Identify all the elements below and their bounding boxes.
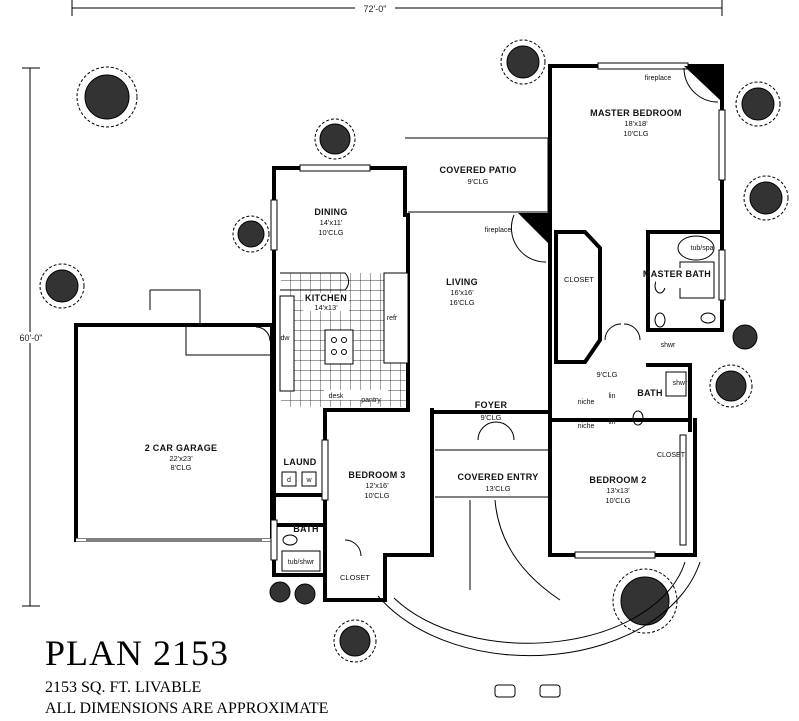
room-kitchen: KITCHEN 14'x13' desk pantry refr dw (281, 293, 398, 404)
svg-text:dw: dw (281, 335, 291, 342)
svg-text:lin: lin (608, 419, 615, 426)
shrub-icon (269, 581, 291, 603)
svg-text:DINING: DINING (314, 207, 347, 217)
svg-text:2 CAR GARAGE: 2 CAR GARAGE (145, 443, 218, 453)
svg-text:BATH: BATH (293, 524, 319, 534)
svg-text:CLOSET: CLOSET (564, 275, 594, 284)
room-garage: 2 CAR GARAGE 22'x23' 8'CLG (145, 443, 218, 472)
fixtures (255, 66, 720, 572)
hall: 9'CLG (596, 370, 617, 379)
room-master-closet: CLOSET (564, 275, 594, 284)
dimension-line-depth: 60'-0" (14, 67, 48, 607)
svg-text:14'x13': 14'x13' (314, 303, 338, 312)
svg-text:10'CLG: 10'CLG (605, 496, 630, 505)
svg-text:KITCHEN: KITCHEN (305, 293, 347, 303)
svg-text:tub/spa: tub/spa (691, 245, 714, 252)
room-living: LIVING 16'x16' 16'CLG fireplace (446, 227, 511, 307)
tree-icon (39, 263, 85, 309)
svg-text:12'x16': 12'x16' (365, 481, 389, 490)
svg-text:MASTER BATH: MASTER BATH (643, 269, 711, 279)
svg-text:13'x13': 13'x13' (606, 486, 630, 495)
tree-icon (76, 66, 138, 128)
plan-dimension-note: ALL DIMENSIONS ARE APPROXIMATE (45, 700, 329, 717)
landscaping (39, 39, 789, 663)
svg-text:14'x11': 14'x11' (320, 218, 343, 227)
svg-text:refr: refr (387, 315, 398, 322)
room-covered-patio: COVERED PATIO 9'CLG (439, 165, 516, 186)
dimension-line-width: 72'-0" (71, 0, 723, 16)
svg-text:LAUND: LAUND (284, 457, 317, 467)
svg-text:16'x16': 16'x16' (450, 288, 474, 297)
svg-text:BATH: BATH (637, 388, 663, 398)
room-master-bath: MASTER BATH tub/spa shwr (643, 245, 714, 349)
tree-icon (732, 324, 758, 350)
svg-text:LIVING: LIVING (446, 277, 478, 287)
svg-text:COVERED PATIO: COVERED PATIO (439, 165, 516, 175)
svg-text:desk: desk (329, 393, 344, 400)
svg-text:10'CLG: 10'CLG (318, 228, 343, 237)
plan-title: PLAN 2153 (45, 633, 230, 673)
room-dining: DINING 14'x11' 10'CLG (314, 207, 347, 237)
svg-text:fireplace: fireplace (485, 227, 512, 234)
depth-dimension: 60'-0" (20, 333, 43, 343)
svg-text:10'CLG: 10'CLG (364, 491, 389, 500)
svg-text:16'CLG: 16'CLG (449, 298, 474, 307)
tree-icon (500, 39, 546, 85)
svg-text:pantry: pantry (361, 397, 381, 404)
svg-text:niche: niche (578, 399, 595, 406)
room-bedroom2: BEDROOM 2 13'x13' 10'CLG CLOSET (589, 452, 685, 505)
svg-text:CLOSET: CLOSET (340, 573, 370, 582)
svg-text:niche: niche (578, 423, 595, 430)
room-bedroom3: BEDROOM 3 12'x16' 10'CLG (348, 470, 405, 500)
shrub-icon (294, 583, 316, 605)
room-foyer: FOYER 9'CLG (475, 400, 508, 422)
svg-text:fireplace: fireplace (645, 75, 672, 82)
svg-text:22'x23': 22'x23' (169, 454, 193, 463)
svg-text:BEDROOM 2: BEDROOM 2 (589, 475, 646, 485)
svg-text:8'CLG: 8'CLG (170, 463, 191, 472)
plan-square-footage: 2153 SQ. FT. LIVABLE (45, 679, 202, 696)
tree-icon (709, 364, 753, 408)
room-bath2: BATH shwr lin lin niche niche (578, 380, 688, 430)
svg-text:d: d (287, 477, 291, 484)
svg-text:w: w (305, 477, 312, 484)
svg-text:CLOSET: CLOSET (657, 452, 686, 459)
tree-icon (232, 215, 270, 253)
tree-icon (314, 118, 356, 160)
room-covered-entry: COVERED ENTRY 13'CLG (457, 472, 538, 493)
svg-text:13'CLG: 13'CLG (485, 484, 510, 493)
svg-text:lin: lin (608, 393, 615, 400)
windows (270, 62, 726, 561)
room-bath3: BATH tub/shwr (288, 524, 319, 566)
svg-text:shwr: shwr (673, 380, 688, 387)
width-dimension: 72'-0" (364, 4, 387, 14)
svg-text:BEDROOM 3: BEDROOM 3 (348, 470, 405, 480)
room-bedroom3-closet: CLOSET (340, 573, 370, 582)
svg-text:FOYER: FOYER (475, 400, 508, 410)
svg-text:10'CLG: 10'CLG (623, 129, 648, 138)
tree-icon (333, 619, 377, 663)
svg-text:9'CLG: 9'CLG (467, 177, 488, 186)
room-laundry: LAUND d w (284, 457, 317, 484)
svg-text:9'CLG: 9'CLG (596, 370, 617, 379)
svg-text:shwr: shwr (661, 342, 676, 349)
svg-text:MASTER BEDROOM: MASTER BEDROOM (590, 108, 682, 118)
tree-icon (735, 81, 781, 127)
tree-icon (612, 568, 678, 634)
svg-text:9'CLG: 9'CLG (480, 413, 501, 422)
tree-icon (743, 175, 789, 221)
svg-text:tub/shwr: tub/shwr (288, 559, 315, 566)
front-walkway (377, 499, 701, 698)
svg-text:18'x18': 18'x18' (624, 119, 648, 128)
room-master-bedroom: MASTER BEDROOM 18'x18' 10'CLG fireplace (590, 75, 682, 138)
svg-text:COVERED ENTRY: COVERED ENTRY (457, 472, 538, 482)
